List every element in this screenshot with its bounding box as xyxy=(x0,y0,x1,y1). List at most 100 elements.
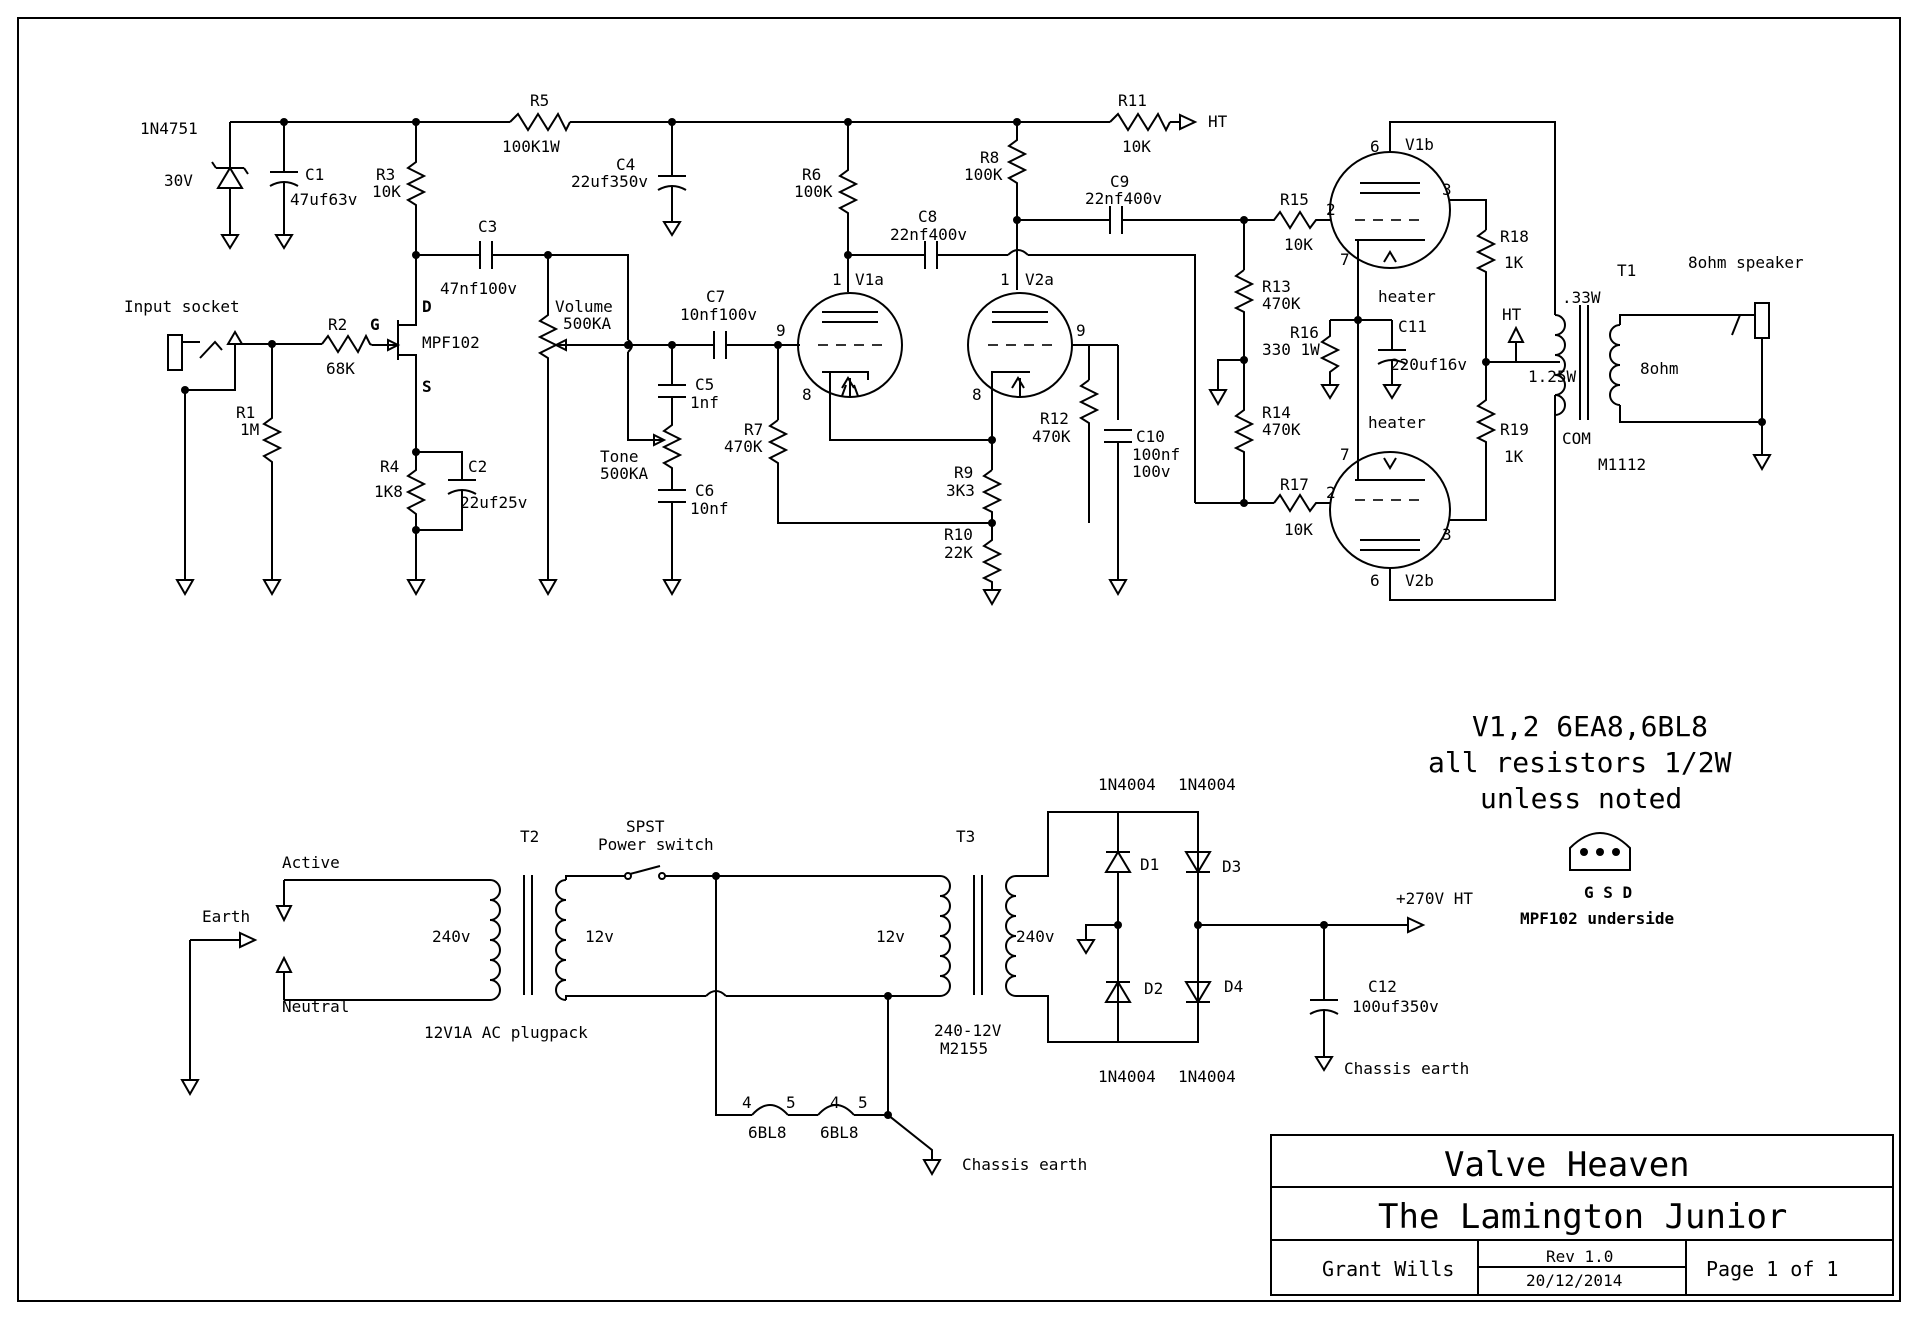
revision: Rev 1.0 xyxy=(1546,1247,1613,1266)
c5-label: C5 xyxy=(695,375,714,394)
c10-label: C10 xyxy=(1136,427,1165,446)
r10-value: 22K xyxy=(944,543,973,562)
c1-value: 47uf63v xyxy=(290,190,357,209)
d1-label: D1 xyxy=(1140,855,1159,874)
r10-resistor xyxy=(981,523,1003,590)
power-supply-section xyxy=(180,811,1426,1177)
heater-label-top: heater xyxy=(1378,287,1436,306)
zener-label: 1N4751 xyxy=(140,119,198,138)
r18-resistor xyxy=(1475,229,1497,362)
c2-value: 22uf25v xyxy=(460,493,527,512)
source-label: S xyxy=(422,377,432,396)
c4-value: 22uf350v xyxy=(571,172,648,191)
ht-label-t1: HT xyxy=(1502,305,1522,324)
d-1n4004-top-right: 1N4004 xyxy=(1178,775,1236,794)
t2-plugpack-transformer xyxy=(489,875,625,1001)
pin-v2b-2: 2 xyxy=(1326,483,1336,502)
r4-value: 1K8 xyxy=(374,482,403,501)
c12-label: C12 xyxy=(1368,977,1397,996)
c8-value: 22nf400v xyxy=(890,225,967,244)
neutral-label: Neutral xyxy=(282,997,349,1016)
r11-resistor xyxy=(1109,111,1171,133)
speaker-label: 8ohm speaker xyxy=(1688,253,1804,272)
t3-12v-label: 12v xyxy=(876,927,905,946)
t3-part-label: M2155 xyxy=(940,1039,988,1058)
t1-label: T1 xyxy=(1617,261,1636,280)
t3-mains-transformer xyxy=(939,811,1199,1043)
ht270-label: +270V HT xyxy=(1396,889,1473,908)
r15-value: 10K xyxy=(1284,235,1313,254)
jfet-mpf102 xyxy=(372,255,417,452)
r2-resistor xyxy=(321,333,373,355)
c7-label: C7 xyxy=(706,287,725,306)
d-1n4004-bottom-left: 1N4004 xyxy=(1098,1067,1156,1086)
t1-33w-label: .33W xyxy=(1562,288,1601,307)
c12-value: 100uf350v xyxy=(1352,997,1439,1016)
chassis-earth-label-2: Chassis earth xyxy=(962,1155,1087,1174)
r11-value: 10K xyxy=(1122,137,1151,156)
t3-label: T3 xyxy=(956,827,975,846)
r6-label: R6 xyxy=(802,165,821,184)
r19-resistor xyxy=(1475,362,1497,452)
r2-label: R2 xyxy=(328,315,347,334)
r1-value: 1M xyxy=(240,420,259,439)
page-number: Page 1 of 1 xyxy=(1706,1257,1838,1281)
r19-label: R19 xyxy=(1500,420,1529,439)
t1-8ohm-label: 8ohm xyxy=(1640,359,1679,378)
r19-value: 1K xyxy=(1504,447,1524,466)
r11-label: R11 xyxy=(1118,91,1147,110)
plugpack-label: 12V1A AC plugpack xyxy=(424,1023,588,1042)
r8-value: 100K xyxy=(964,165,1003,184)
r9-resistor xyxy=(981,469,1003,523)
heater-link-type-a: 6BL8 xyxy=(748,1123,787,1142)
c10-value2: 100v xyxy=(1132,462,1171,481)
pin-v1b-6: 6 xyxy=(1370,137,1380,156)
heater-link-pin4-a: 4 xyxy=(742,1093,752,1112)
spst-power-switch xyxy=(624,865,940,880)
r5-resistor xyxy=(509,111,571,133)
heater-link-type-b: 6BL8 xyxy=(820,1123,859,1142)
pin-v1b-2: 2 xyxy=(1326,200,1336,219)
c6-value: 10nf xyxy=(690,499,729,518)
preamp-section xyxy=(167,111,1248,607)
r12-resistor xyxy=(1078,379,1100,523)
pin-v1a-8: 8 xyxy=(802,385,812,404)
title-block xyxy=(1270,1134,1894,1296)
c11-label: C11 xyxy=(1398,317,1427,336)
r12-value: 470K xyxy=(1032,427,1071,446)
c6-label: C6 xyxy=(695,481,714,500)
heater-link-pin5-a: 5 xyxy=(786,1093,796,1112)
v2a-label: V2a xyxy=(1025,270,1054,289)
pin-v2b-6: 6 xyxy=(1370,571,1380,590)
note-tube-types: V1,2 6EA8,6BL8 xyxy=(1472,710,1708,743)
r6-value: 100K xyxy=(794,182,833,201)
mpf102-label: MPF102 xyxy=(422,333,480,352)
c10-value: 100nf xyxy=(1132,445,1180,464)
pin-v2a-1: 1 xyxy=(1000,270,1010,289)
r13-label: R13 xyxy=(1262,277,1291,296)
notes-block: V1,2 6EA8,6BL8 all resistors 1/2W unless… xyxy=(1428,710,1732,815)
v1b-label: V1b xyxy=(1405,135,1434,154)
r12-label: R12 xyxy=(1040,409,1069,428)
active-label: Active xyxy=(282,853,340,872)
t2-240v-label: 240v xyxy=(432,927,471,946)
c2-label: C2 xyxy=(468,457,487,476)
r3-label: R3 xyxy=(376,165,395,184)
r16-label: R16 xyxy=(1290,323,1319,342)
v1a-label: V1a xyxy=(855,270,884,289)
c4-capacitor xyxy=(657,122,687,237)
v2b-label: V2b xyxy=(1405,571,1434,590)
schematic-title: The Lamington Junior xyxy=(1378,1197,1787,1237)
d-1n4004-bottom-right: 1N4004 xyxy=(1178,1067,1236,1086)
r13-value: 470K xyxy=(1262,294,1301,313)
chassis-earth-label-1: Chassis earth xyxy=(1344,1059,1469,1078)
drain-label: D xyxy=(422,297,432,316)
heater-label-bottom: heater xyxy=(1368,413,1426,432)
company-name: Valve Heaven xyxy=(1444,1145,1690,1185)
c7-value: 10nf100v xyxy=(680,305,757,324)
r9-value: 3K3 xyxy=(946,481,975,500)
gate-label: G xyxy=(370,315,380,334)
d4-label: D4 xyxy=(1224,977,1243,996)
tube-v1a xyxy=(797,292,903,398)
